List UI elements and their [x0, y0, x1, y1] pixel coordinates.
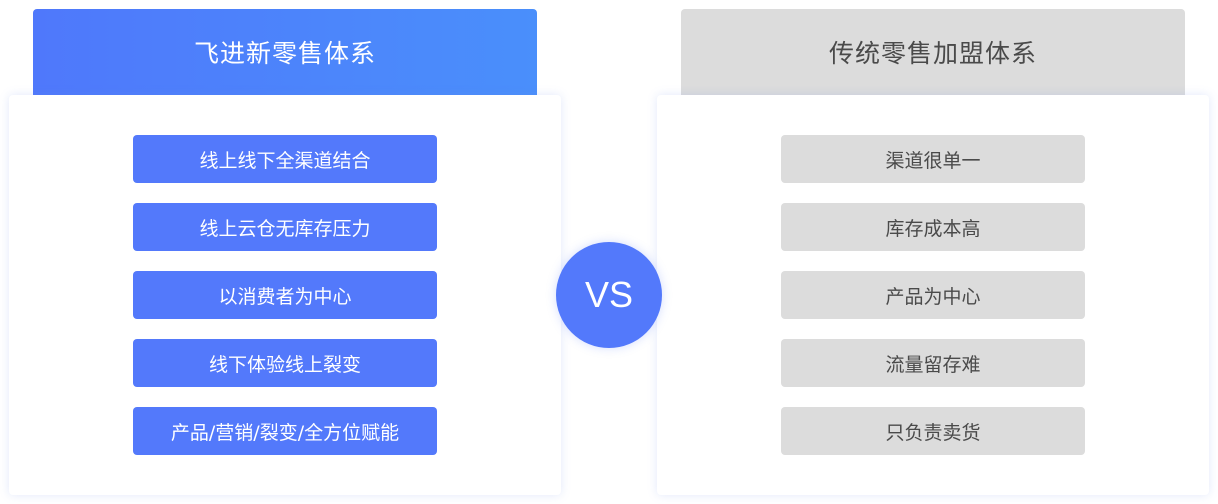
new-retail-item-label: 线下体验线上裂变 [208, 353, 361, 376]
traditional-retail-item: 流量留存难 [781, 339, 1085, 387]
traditional-retail-item: 产品为中心 [781, 271, 1085, 319]
new-retail-item-label: 线上线下全渠道结合 [199, 149, 371, 172]
new-retail-header: 飞进新零售体系 [33, 9, 537, 95]
new-retail-item: 线下体验线上裂变 [133, 339, 437, 387]
new-retail-panel: 线上线下全渠道结合 线上云仓无库存压力 以消费者为中心 线下体验线上裂变 产品/… [9, 95, 561, 495]
new-retail-item: 以消费者为中心 [133, 271, 437, 319]
traditional-retail-item: 库存成本高 [781, 203, 1085, 251]
new-retail-item-label: 线上云仓无库存压力 [199, 217, 371, 240]
new-retail-item: 线上线下全渠道结合 [133, 135, 437, 183]
traditional-retail-item: 只负责卖货 [781, 407, 1085, 455]
traditional-retail-item-label: 产品为中心 [885, 285, 981, 308]
new-retail-item-label: 以消费者为中心 [218, 285, 352, 308]
traditional-retail-item: 渠道很单一 [781, 135, 1085, 183]
traditional-retail-item-label: 渠道很单一 [885, 149, 981, 172]
vs-badge: VS [556, 242, 662, 348]
vs-label: VS [584, 274, 634, 315]
traditional-retail-title: 传统零售加盟体系 [828, 39, 1037, 68]
traditional-retail-item-label: 流量留存难 [885, 353, 981, 376]
new-retail-item-label: 产品/营销/裂变/全方位赋能 [170, 421, 400, 444]
new-retail-item: 产品/营销/裂变/全方位赋能 [133, 407, 437, 455]
new-retail-title: 飞进新零售体系 [193, 39, 376, 68]
new-retail-item: 线上云仓无库存压力 [133, 203, 437, 251]
traditional-retail-panel: 渠道很单一 库存成本高 产品为中心 流量留存难 只负责卖货 [657, 95, 1209, 495]
traditional-retail-item-label: 库存成本高 [885, 217, 981, 240]
traditional-retail-header: 传统零售加盟体系 [681, 9, 1185, 95]
traditional-retail-item-label: 只负责卖货 [885, 421, 981, 444]
